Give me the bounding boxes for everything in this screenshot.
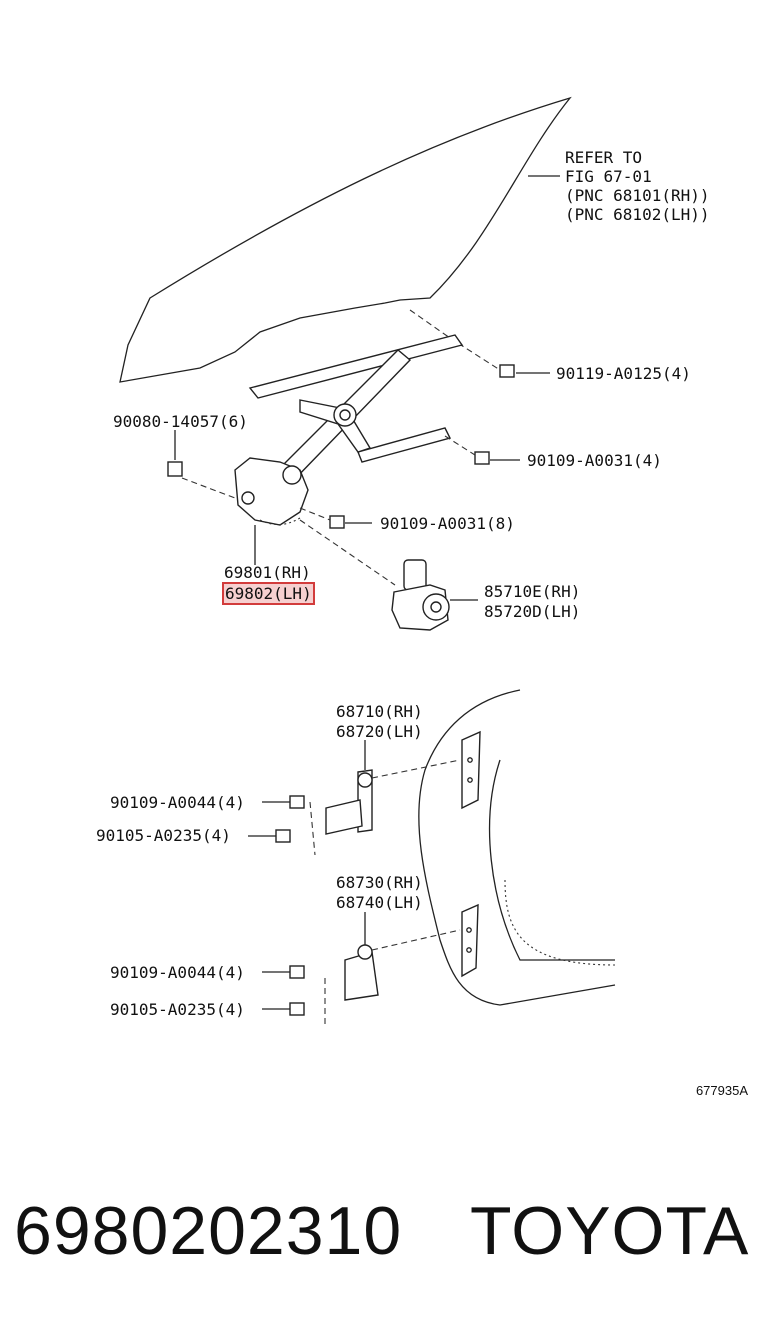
bolt-90119 — [499, 364, 515, 378]
upper-hinge — [325, 769, 373, 835]
refer-line-2: FIG 67-01 — [565, 167, 652, 186]
label-hinge-lower-rh: 68730(RH) — [336, 873, 423, 892]
refer-line-3: (PNC 68101(RH)) — [565, 186, 710, 205]
label-90109-b: 90109-A0031(8) — [380, 514, 515, 533]
lower-bolt-2 — [289, 1002, 305, 1016]
bolt-90109-a — [474, 451, 490, 465]
label-hinge-upper-lh: 68720(LH) — [336, 722, 423, 741]
label-90109-a: 90109-A0031(4) — [527, 451, 662, 470]
part-number: 6980202310 — [14, 1193, 403, 1269]
label-lower-bolt-1: 90109-A0044(4) — [110, 963, 245, 982]
label-motor-lh: 85720D(LH) — [484, 602, 581, 621]
lower-bolt-1 — [289, 965, 305, 979]
label-hinge-lower-lh: 68740(LH) — [336, 893, 423, 912]
upper-bolt-2 — [275, 829, 291, 843]
label-lower-bolt-2: 90105-A0235(4) — [110, 1000, 245, 1019]
brand-name: TOYOTA — [470, 1193, 750, 1269]
label-90119: 90119-A0125(4) — [556, 364, 691, 383]
diagram-code: 677935A — [695, 1083, 748, 1098]
regulator-motor — [391, 559, 450, 631]
label-regulator-lh-wrap: 69802(LH) — [222, 582, 315, 605]
door-body-outline — [418, 689, 616, 1006]
label-regulator-rh: 69801(RH) — [224, 563, 311, 582]
label-motor-rh: 85710E(RH) — [484, 582, 581, 601]
label-90080: 90080-14057(6) — [113, 412, 248, 431]
label-hinge-upper-rh: 68710(RH) — [336, 702, 423, 721]
bolt-90109-b — [329, 515, 345, 529]
label-regulator-lh: 69802(LH) — [222, 582, 315, 605]
window-regulator — [234, 334, 464, 526]
bolt-90080 — [167, 461, 183, 477]
label-upper-bolt-2: 90105-A0235(4) — [96, 826, 231, 845]
footer: 6980202310 TOYOTA — [0, 1190, 760, 1280]
lower-hinge — [344, 944, 379, 1001]
label-upper-bolt-1: 90109-A0044(4) — [110, 793, 245, 812]
refer-line-1: REFER TO — [565, 148, 643, 167]
refer-line-4: (PNC 68102(LH)) — [565, 205, 710, 224]
upper-bolt-1 — [289, 795, 305, 809]
door-glass — [119, 96, 572, 383]
